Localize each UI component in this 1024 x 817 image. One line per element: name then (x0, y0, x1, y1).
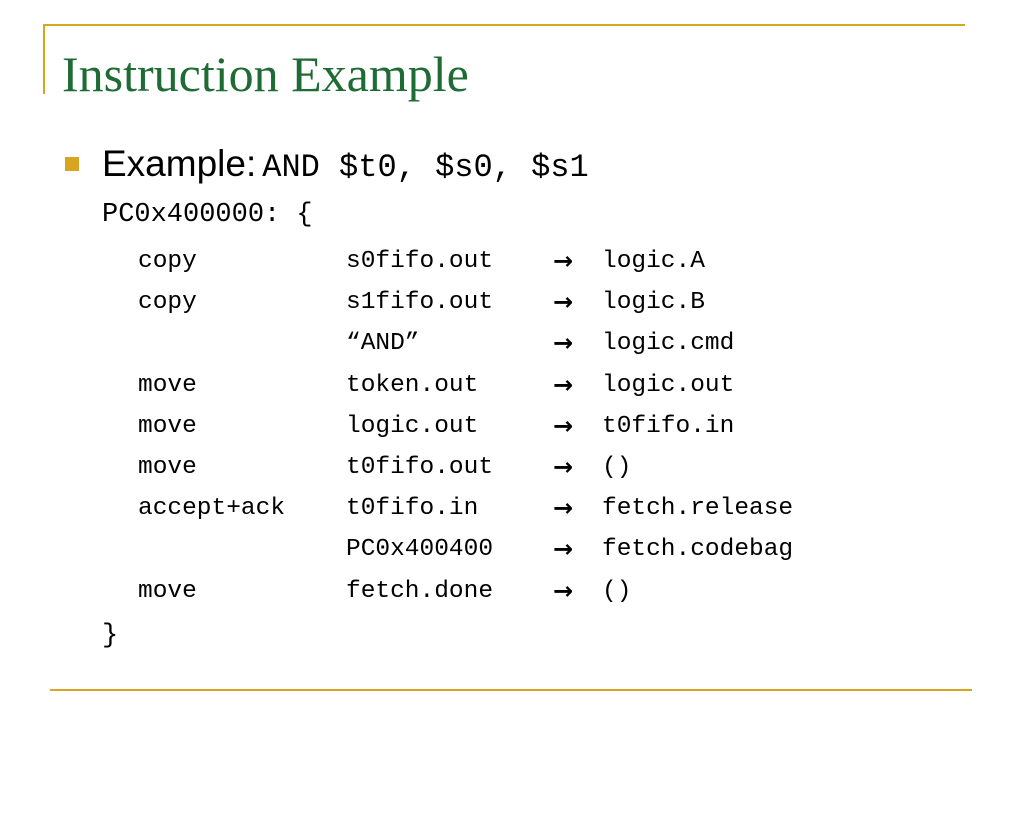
code-row: copy s0fifo.out → logic.A (138, 241, 705, 282)
code-source: fetch.done (346, 577, 494, 605)
slide-title: Instruction Example (62, 46, 469, 102)
top-horizontal-rule (43, 24, 965, 26)
code-destination: fetch.release (602, 495, 794, 523)
right-arrow-icon: → (553, 247, 574, 275)
pc-block-header: PC0x400000: { (102, 200, 313, 230)
code-destination: () (602, 577, 632, 605)
code-source: logic.out (346, 412, 479, 440)
code-destination: fetch.codebag (602, 536, 794, 564)
code-source: t0fifo.out (346, 453, 494, 481)
code-op: move (138, 412, 197, 440)
code-row: PC0x400400 → fetch.codebag (138, 529, 793, 570)
code-op: copy (138, 289, 197, 317)
right-arrow-icon: → (553, 288, 574, 317)
code-source: s1fifo.out (346, 289, 494, 317)
code-op: accept+ack (138, 495, 286, 523)
code-source: PC0x400400 (346, 536, 494, 564)
code-op: move (138, 577, 197, 605)
code-row: move t0fifo.out → () (138, 447, 631, 488)
code-destination: logic.B (602, 289, 705, 317)
right-arrow-icon: → (553, 535, 574, 564)
right-arrow-icon: → (553, 411, 574, 440)
code-destination: logic.cmd (602, 330, 735, 358)
code-source: s0fifo.out (346, 248, 494, 275)
code-block: copy s0fifo.out → logic.A copy s1fifo.ou… (138, 241, 793, 612)
code-row: move fetch.done → () (138, 571, 631, 612)
code-source: t0fifo.in (346, 495, 479, 523)
example-instruction: AND $t0, $s0, $s1 (262, 149, 589, 186)
code-destination: logic.A (602, 248, 705, 275)
code-destination: t0fifo.in (602, 412, 735, 440)
right-arrow-icon: → (553, 576, 574, 605)
code-op: move (138, 371, 197, 399)
code-destination: () (602, 453, 632, 481)
example-label: Example: (102, 143, 257, 184)
bottom-horizontal-rule (50, 689, 972, 691)
code-destination: logic.out (602, 371, 735, 399)
code-op: move (138, 453, 197, 481)
example-line: Example:AND $t0, $s0, $s1 (102, 141, 589, 187)
code-row: copy s1fifo.out → logic.B (138, 282, 705, 323)
code-source: “AND” (346, 330, 420, 358)
code-row: move logic.out → t0fifo.in (138, 406, 734, 447)
code-row: “AND” → logic.cmd (138, 323, 734, 364)
pc-block-closing-brace: } (102, 621, 119, 651)
code-row: accept+ack t0fifo.in → fetch.release (138, 488, 793, 529)
code-source: token.out (346, 371, 479, 399)
right-arrow-icon: → (553, 494, 574, 523)
square-bullet-icon (65, 157, 79, 171)
top-left-vertical-rule (43, 24, 45, 94)
code-op: copy (138, 248, 197, 275)
code-row: move token.out → logic.out (138, 365, 734, 406)
right-arrow-icon: → (553, 329, 574, 358)
right-arrow-icon: → (553, 452, 574, 481)
right-arrow-icon: → (553, 370, 574, 399)
